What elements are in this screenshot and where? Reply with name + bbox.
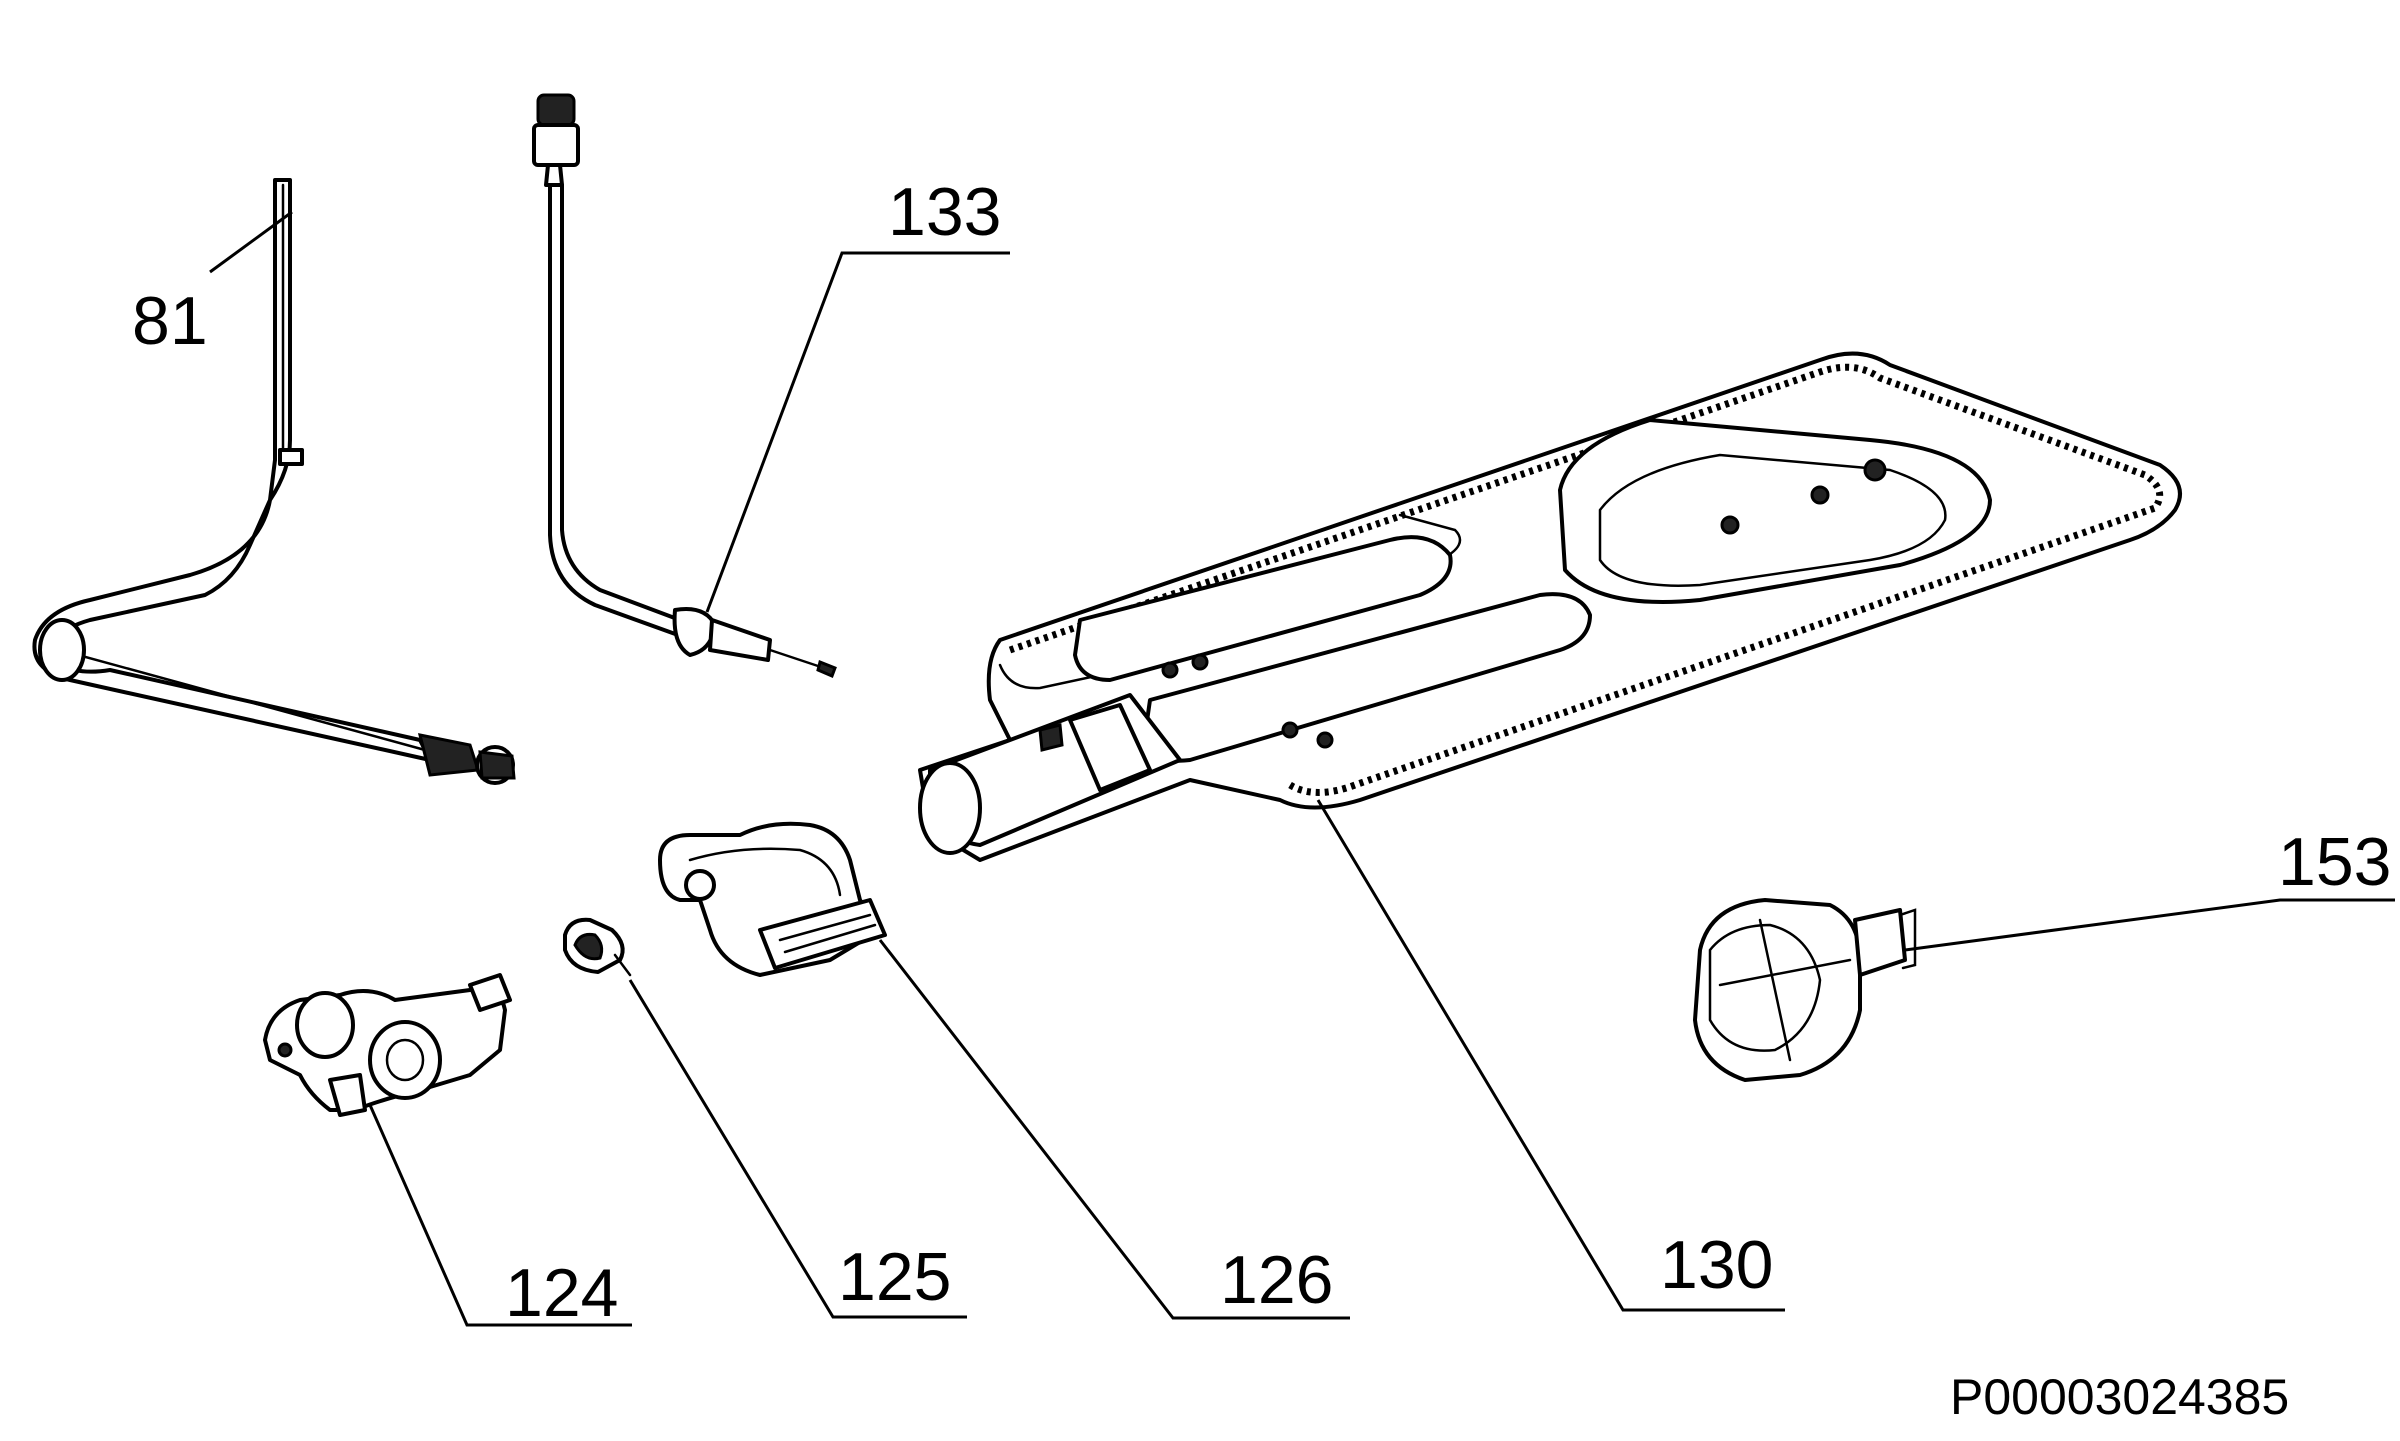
- leader-81: [209, 210, 293, 274]
- part-133-thermocouple: [532, 93, 837, 678]
- part-81-gas-tube: [32, 178, 516, 785]
- leader-133: [705, 251, 1010, 613]
- label-153: 153: [2278, 824, 2391, 900]
- label-125: 125: [838, 1239, 951, 1315]
- leader-125: [628, 979, 967, 1319]
- part-153-knob: [1693, 898, 1917, 1082]
- leader-124: [368, 1104, 632, 1327]
- part-126-clamp: [658, 821, 887, 977]
- label-130: 130: [1660, 1227, 1773, 1303]
- label-133: 133: [888, 174, 1001, 250]
- label-126: 126: [1220, 1242, 1333, 1318]
- leader-153: [1904, 898, 2395, 952]
- leader-130: [1316, 799, 1785, 1312]
- part-130-burner: [918, 351, 2182, 862]
- label-124: 124: [505, 1255, 618, 1331]
- leader-126: [878, 939, 1350, 1320]
- label-81: 81: [132, 283, 208, 359]
- document-code: P00003024385: [1950, 1369, 2289, 1425]
- part-124-valve: [263, 973, 512, 1117]
- part-125-nozzle: [563, 917, 632, 977]
- leader-lines: [209, 210, 2395, 1327]
